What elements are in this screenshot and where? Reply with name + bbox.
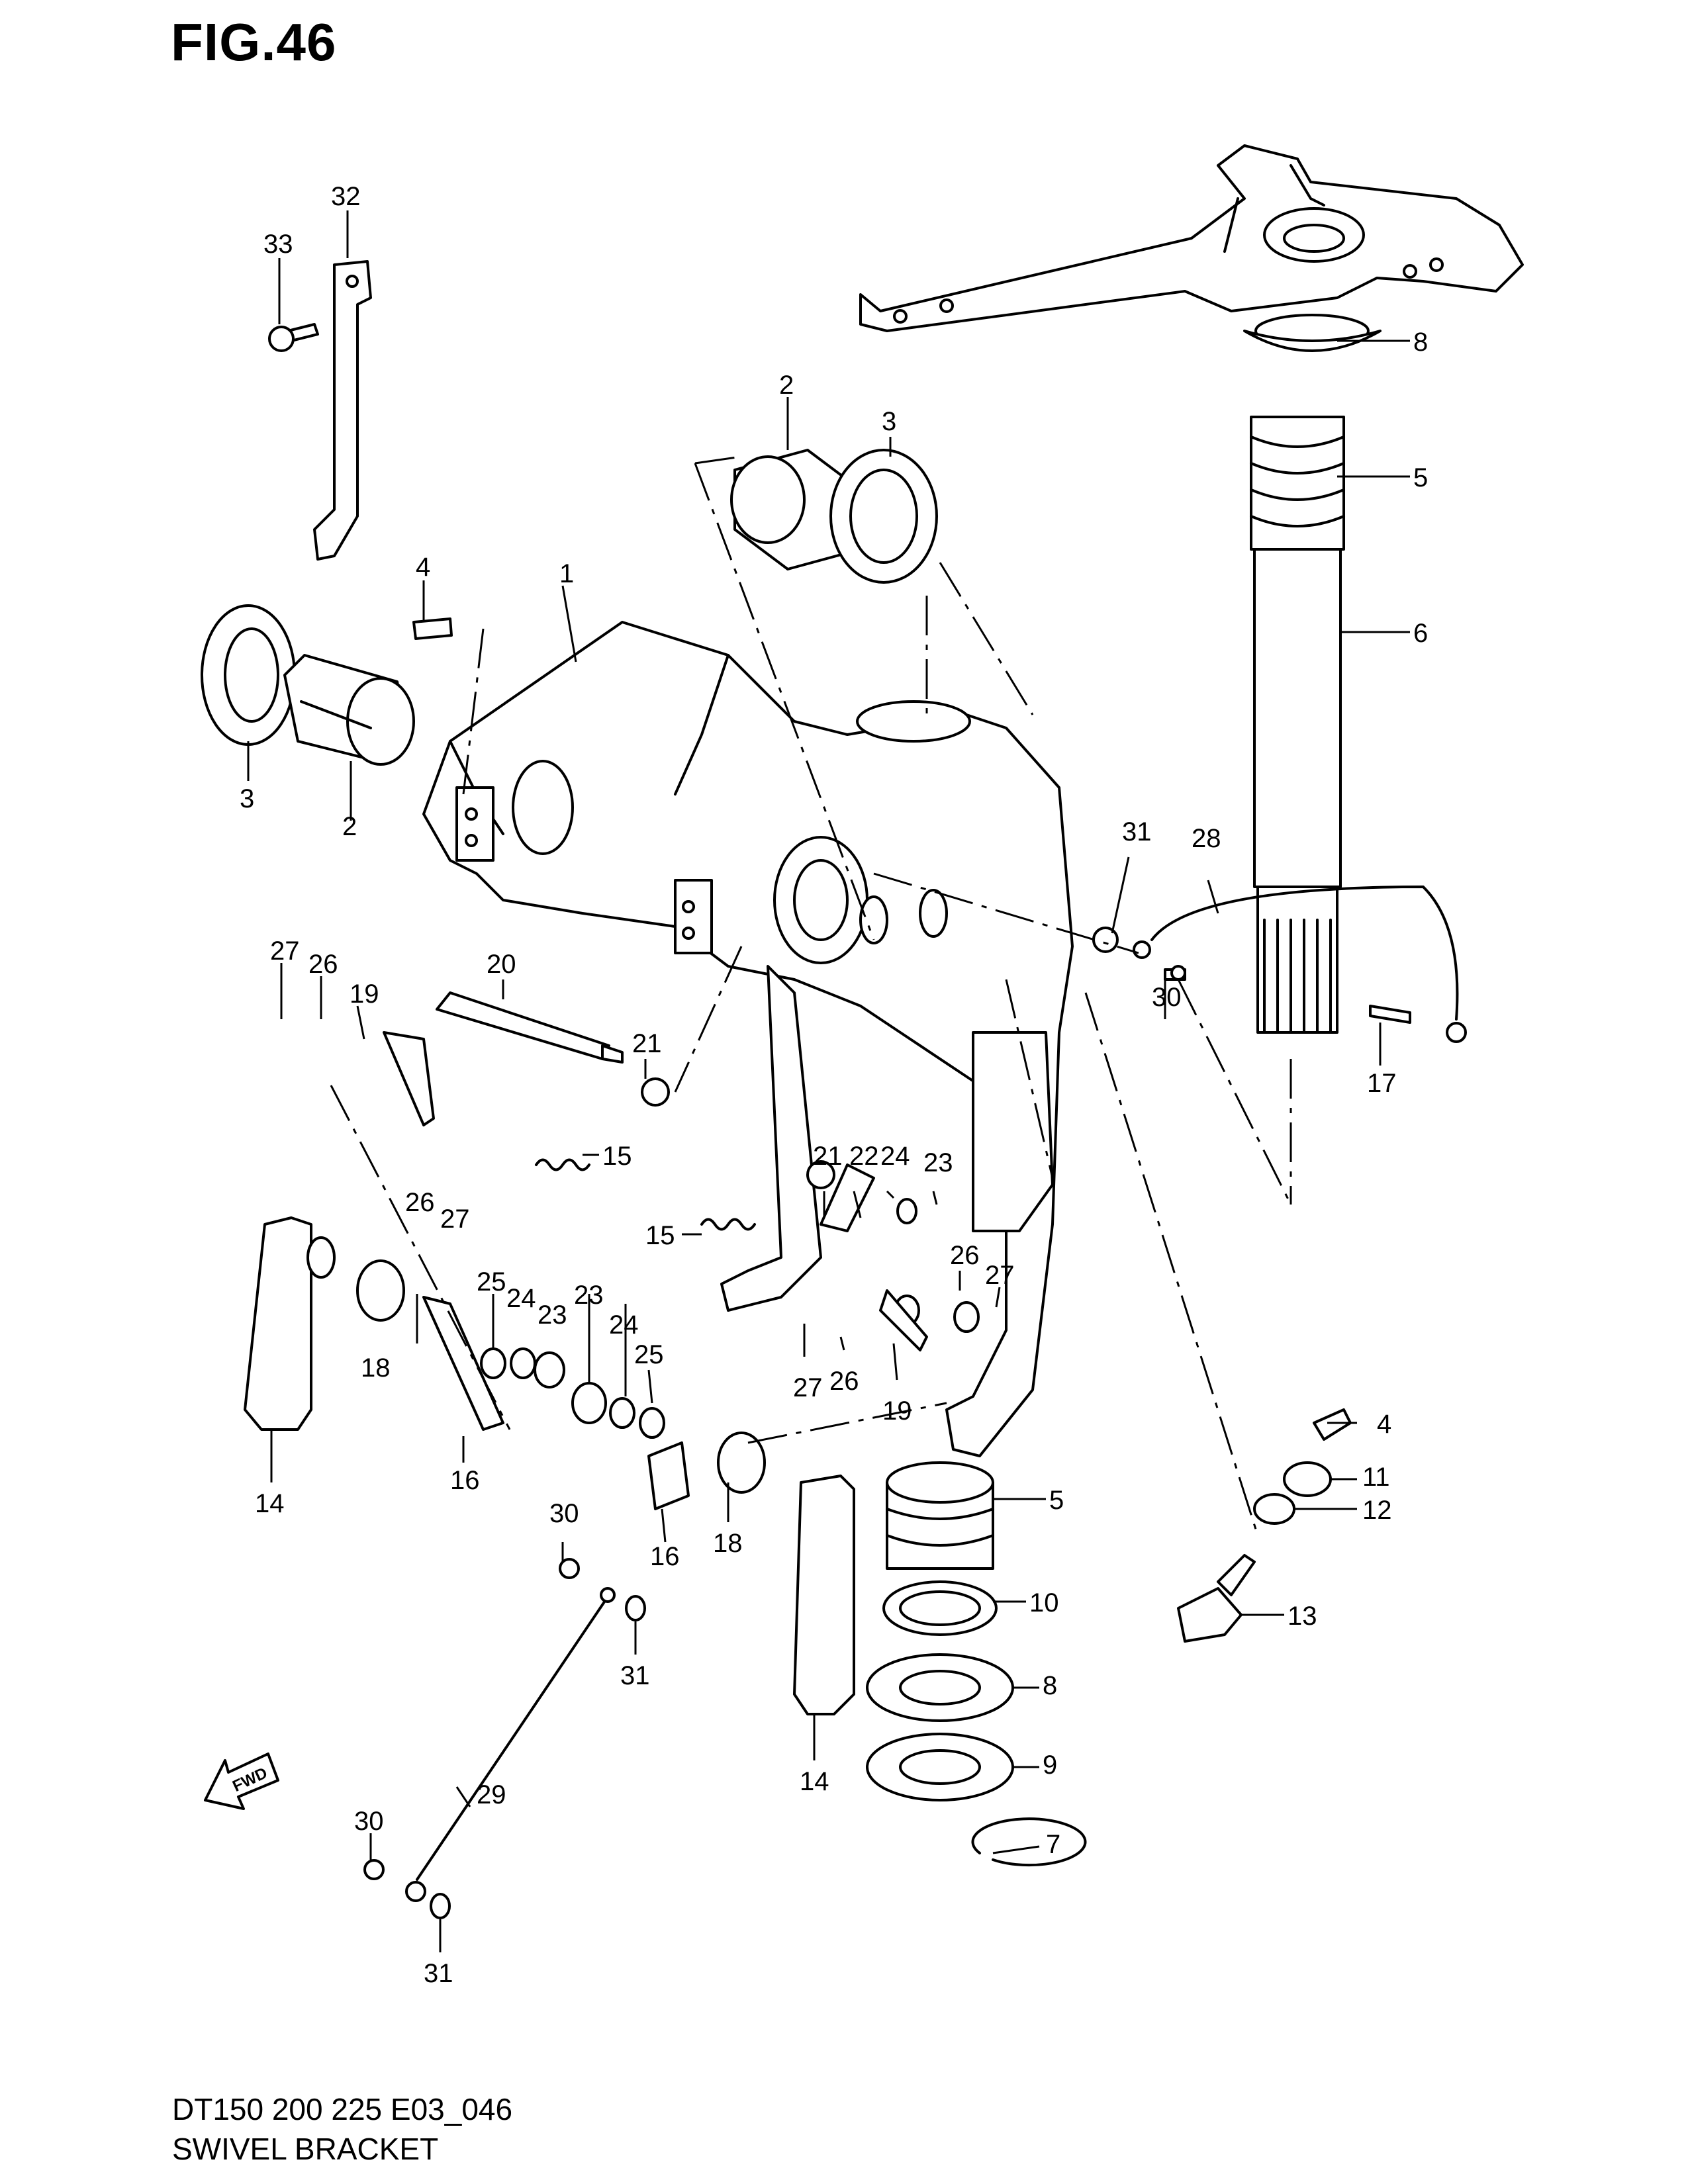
callout-26: 26	[405, 1188, 435, 1217]
callout-27: 27	[985, 1261, 1015, 1290]
callout-8: 8	[1413, 328, 1428, 357]
ground-wire-parts	[363, 886, 1467, 1919]
callout-20: 20	[487, 950, 516, 979]
callout-5: 5	[1413, 463, 1428, 492]
callout-30: 30	[549, 1499, 579, 1528]
lever-and-washer-parts	[244, 1198, 980, 1715]
callout-27: 27	[793, 1373, 823, 1402]
callout-3: 3	[240, 784, 254, 813]
callout-15: 15	[645, 1221, 675, 1250]
lower-bushing-stack-parts	[866, 1461, 1087, 1867]
callout-32: 32	[331, 182, 361, 211]
steering-shaft-part	[1243, 314, 1411, 1034]
callout-26: 26	[950, 1241, 980, 1270]
diagram-title: SWIVEL BRACKET	[172, 2132, 439, 2166]
callout-7: 7	[1046, 1830, 1060, 1859]
callout-19: 19	[350, 979, 379, 1009]
callout-31: 31	[620, 1661, 650, 1690]
assembly-chain-lines	[330, 455, 1292, 1536]
callout-12: 12	[1362, 1496, 1392, 1525]
callout-10: 10	[1029, 1588, 1059, 1617]
callout-23: 23	[538, 1300, 567, 1330]
steering-arm-part	[859, 144, 1524, 332]
callout-27: 27	[440, 1205, 470, 1234]
callout-16: 16	[450, 1466, 480, 1495]
callout-13: 13	[1288, 1602, 1317, 1631]
callout-23: 23	[574, 1281, 604, 1310]
callout-3: 3	[882, 407, 896, 436]
leader-lines	[247, 210, 1410, 1952]
callout-15: 15	[602, 1142, 632, 1171]
callout-14: 14	[800, 1767, 829, 1796]
callout-31: 31	[424, 1959, 453, 1988]
callout-2: 2	[342, 812, 357, 841]
callout-17: 17	[1367, 1069, 1397, 1098]
callout-22: 22	[849, 1142, 879, 1171]
model-code: DT150 200 225 E03_046	[172, 2092, 513, 2126]
callout-24: 24	[880, 1142, 910, 1171]
callout-33: 33	[263, 230, 293, 259]
fwd-arrow-icon: FWD	[204, 1752, 279, 1810]
callout-25: 25	[477, 1267, 506, 1297]
callout-18: 18	[361, 1353, 391, 1383]
callout-14: 14	[255, 1489, 285, 1518]
callout-26: 26	[829, 1367, 859, 1396]
tilt-lock-parts	[383, 991, 875, 1232]
callout-30: 30	[354, 1807, 384, 1836]
callout-numbers: 32 33 8 2 3 5 4 1 6 3 2 31 28 27 26 20 1…	[240, 182, 1428, 1988]
callout-23: 23	[923, 1148, 953, 1177]
callout-25: 25	[634, 1340, 664, 1369]
callout-9: 9	[1043, 1751, 1057, 1780]
swivel-bracket-body-part	[422, 621, 1074, 1457]
callout-18: 18	[713, 1529, 743, 1558]
callout-4: 4	[1377, 1410, 1391, 1439]
callout-4: 4	[416, 553, 430, 582]
callout-30: 30	[1152, 983, 1182, 1012]
figure-title: FIG.46	[171, 13, 337, 71]
callout-24: 24	[609, 1310, 639, 1340]
stern-bracket-part	[268, 260, 372, 561]
callout-16: 16	[650, 1542, 680, 1571]
callout-6: 6	[1413, 619, 1428, 648]
bushing-washer-parts	[201, 449, 938, 766]
callout-8: 8	[1043, 1671, 1057, 1700]
callout-29: 29	[477, 1780, 506, 1809]
callout-28: 28	[1192, 824, 1221, 853]
callout-26: 26	[308, 950, 338, 979]
callout-24: 24	[506, 1284, 536, 1313]
callout-5: 5	[1049, 1486, 1064, 1515]
callout-1: 1	[559, 559, 574, 588]
callout-19: 19	[882, 1396, 912, 1426]
callout-21: 21	[632, 1029, 662, 1058]
callout-21: 21	[813, 1142, 843, 1171]
callout-11: 11	[1362, 1463, 1390, 1492]
callout-2: 2	[779, 371, 794, 400]
callout-31: 31	[1122, 817, 1152, 846]
right-fastener-parts	[1177, 1461, 1332, 1643]
callout-27: 27	[270, 936, 300, 966]
